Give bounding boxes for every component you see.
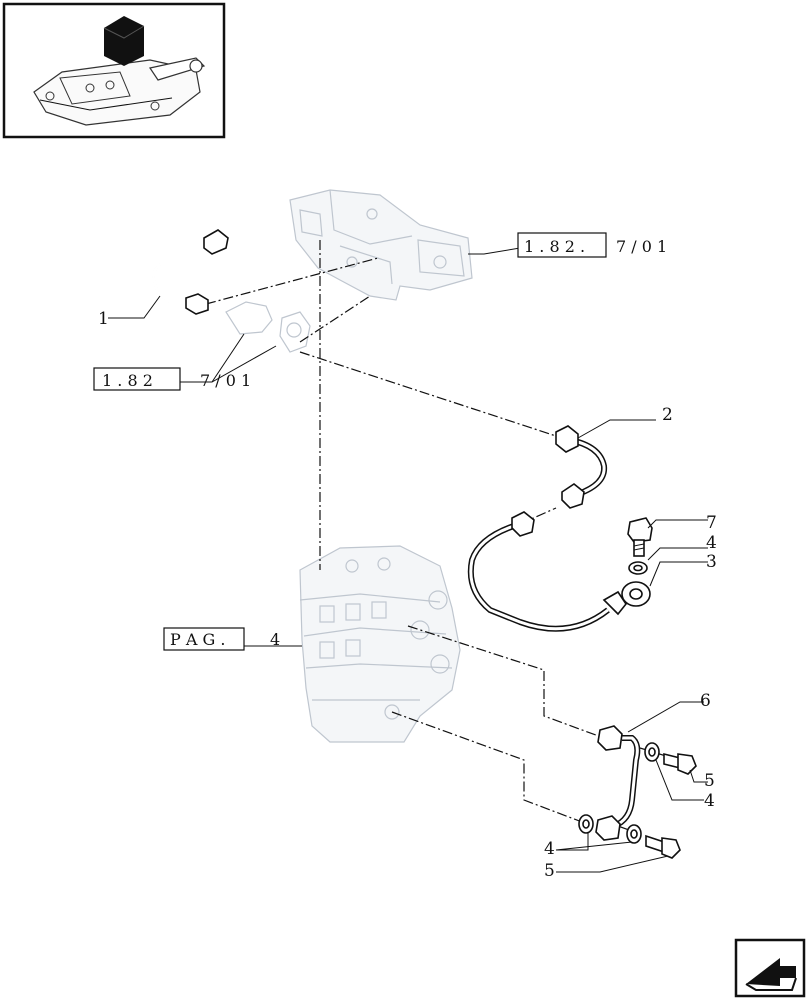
callout-3: 3 <box>706 552 717 572</box>
callout-4-upper: 4 <box>706 533 717 553</box>
reference-left[interactable]: 1 . 8 2 7 / 0 1 <box>93 367 251 391</box>
reference-top-tail-text: 7 / 0 1 <box>616 237 667 256</box>
callout-6: 6 <box>700 691 711 711</box>
upper-valve-ghost <box>289 189 473 301</box>
callout-2: 2 <box>662 405 673 425</box>
pipe-part-1 <box>152 229 229 315</box>
callout-4-mid: 4 <box>704 791 715 811</box>
assembly-lines <box>205 240 667 835</box>
pipe-part-2 <box>467 425 627 632</box>
pipe-bracket-part-6 <box>595 725 641 841</box>
reference-pag[interactable]: P A G . 4 <box>163 627 280 651</box>
lift-housing-thumbnail-icon <box>33 16 206 126</box>
callout-4-lower: 4 <box>544 839 555 859</box>
reference-top[interactable]: 1 . 8 2 . 7 / 0 1 <box>517 232 667 258</box>
reference-pag-tail-text: 4 <box>270 630 280 649</box>
bolt-part-7 <box>627 517 653 557</box>
lower-valve-ghost <box>299 545 461 743</box>
washer-bolt-lower <box>578 814 681 859</box>
callout-7: 7 <box>706 513 717 533</box>
washer-part-4 <box>628 561 648 575</box>
callout-1: 1 <box>98 309 109 329</box>
next-page-arrow-icon[interactable] <box>734 938 806 998</box>
washer-bolt-upper <box>644 742 697 775</box>
leader-lines <box>108 247 708 873</box>
callout-5-upper: 5 <box>704 771 715 791</box>
elbow-fitting-ghost <box>225 301 311 353</box>
reference-left-tail-text: 7 / 0 1 <box>200 371 251 390</box>
callout-labels: 1 2 7 4 3 6 5 4 4 5 <box>98 309 717 881</box>
reference-top-box-text: 1 . 8 2 . <box>524 237 585 256</box>
reference-pag-box-text: P A G . <box>170 630 225 649</box>
callout-5-lower: 5 <box>544 861 555 881</box>
reference-left-box-text: 1 . 8 2 <box>102 371 153 390</box>
banjo-fitting-part-3 <box>621 581 651 607</box>
